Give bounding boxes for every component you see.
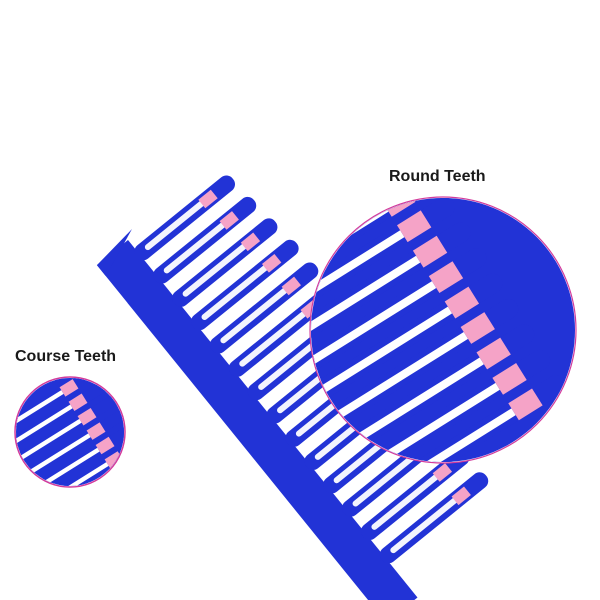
magnified-tooth: [16, 378, 115, 486]
comb-tooth: [172, 218, 278, 307]
comb-tooth: [153, 196, 257, 284]
magnified-tooth: [311, 222, 471, 370]
comb-tooth: [209, 262, 319, 354]
round-teeth-label: Round Teeth: [389, 168, 486, 185]
magnified-tooth: [341, 375, 566, 462]
comb-spine: [96, 240, 418, 600]
course-teeth-magnifier: [14, 376, 126, 488]
course-teeth-label: Course Teeth: [15, 348, 117, 365]
comb-tooth: [134, 175, 235, 261]
comb-tooth: [360, 448, 470, 541]
magnified-tooth: [16, 415, 124, 486]
magnified-tooth: [311, 248, 487, 396]
magnified-tooth: [16, 378, 124, 486]
comb-tooth: [191, 239, 299, 331]
comb-tooth: [379, 472, 489, 564]
